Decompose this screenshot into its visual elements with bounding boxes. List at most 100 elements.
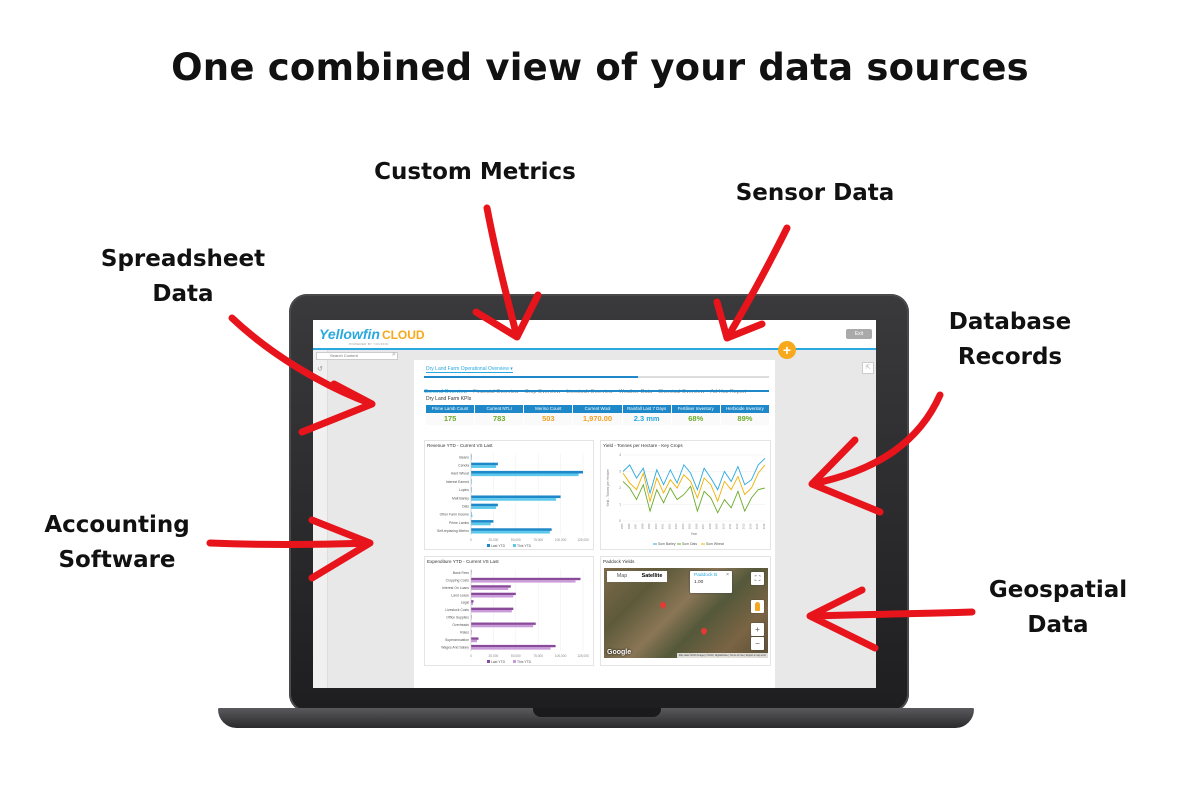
map-pin-icon[interactable] — [699, 626, 709, 636]
callout-custom-metrics: Custom Metrics — [360, 155, 590, 190]
expand-icon[interactable]: ⇱ — [862, 362, 874, 374]
callout-sensor-data: Sensor Data — [700, 176, 930, 211]
bar[interactable] — [471, 624, 534, 628]
satellite-map[interactable]: Map Satellite Paddock B 1.00 × ⛶ + − Goo… — [604, 568, 768, 658]
bar[interactable] — [471, 514, 473, 518]
x-tick-label: 25,000 — [489, 654, 499, 658]
bar[interactable] — [471, 632, 472, 635]
bar[interactable] — [471, 595, 514, 598]
bar[interactable] — [471, 570, 472, 573]
bar[interactable] — [471, 462, 498, 466]
add-button[interactable]: + — [778, 341, 796, 359]
dashboard-title[interactable]: Dry Land Farm Operational Overview ▾ — [426, 366, 513, 373]
bar[interactable] — [471, 572, 472, 576]
bar[interactable] — [471, 528, 552, 531]
callout-text: Spreadsheet — [100, 246, 266, 272]
bar[interactable] — [471, 511, 472, 515]
bar[interactable] — [471, 644, 556, 648]
map-toggle-map[interactable]: Map — [616, 573, 628, 579]
bar[interactable] — [471, 522, 491, 526]
category-label: Superannuation — [445, 638, 469, 642]
x-tick-label: 1996 — [627, 523, 631, 529]
bar[interactable] — [471, 457, 472, 460]
series-line-sum-wheat[interactable] — [622, 464, 766, 503]
bar[interactable] — [471, 580, 576, 583]
category-label: Lupins — [459, 488, 469, 492]
dashboard-tabs: General Overview Financial Overview Crop O… — [424, 380, 769, 395]
laptop-notch — [533, 708, 661, 717]
bar[interactable] — [471, 473, 579, 477]
bar[interactable] — [471, 481, 472, 485]
close-icon[interactable]: × — [726, 572, 729, 578]
bar[interactable] — [471, 600, 474, 603]
search-input[interactable] — [316, 352, 398, 360]
bar[interactable] — [471, 487, 472, 490]
bar[interactable] — [471, 577, 581, 581]
street-view-pegman-icon[interactable] — [751, 600, 764, 613]
tab-weather-data[interactable]: Weather Data — [618, 389, 652, 395]
callout-text: Custom Metrics — [374, 159, 576, 185]
bar[interactable] — [471, 503, 498, 507]
y-axis-label: Yield - Tonnes per Hectare — [606, 469, 610, 507]
bar[interactable] — [471, 615, 472, 618]
kpi-value: 2.3 mm — [622, 413, 671, 425]
bar[interactable] — [471, 465, 497, 468]
zoom-in-button[interactable]: + — [751, 623, 764, 636]
tab-ad-hoc-report[interactable]: Ad-Hoc Report — [710, 389, 747, 395]
fullscreen-icon[interactable]: ⛶ — [751, 572, 764, 585]
map-pin-icon[interactable] — [658, 600, 668, 610]
bar[interactable] — [471, 610, 512, 613]
bar[interactable] — [471, 629, 472, 633]
map-attribution[interactable]: Map data ©2019 Imagery ©2019, DigitalGlo… — [676, 653, 768, 658]
history-icon[interactable]: ↺ — [317, 366, 323, 373]
popup-paddock-name[interactable]: Paddock B — [694, 573, 718, 578]
map-toggle-satellite[interactable]: Satellite — [641, 573, 663, 579]
bar[interactable] — [471, 607, 514, 610]
legend-label: Sum Wheat — [706, 542, 724, 546]
zoom-out-button[interactable]: − — [751, 637, 764, 650]
bar[interactable] — [471, 520, 494, 523]
bar[interactable] — [471, 479, 472, 482]
bar[interactable] — [471, 489, 472, 493]
bar[interactable] — [471, 637, 479, 640]
bar[interactable] — [471, 622, 536, 625]
x-tick-label: 2012 — [735, 523, 739, 529]
legend-swatch — [487, 660, 490, 663]
bar[interactable] — [471, 585, 511, 588]
tab-underline — [424, 390, 769, 392]
bar[interactable] — [471, 639, 477, 643]
bar[interactable] — [471, 647, 551, 650]
bar[interactable] — [471, 530, 550, 534]
series-line-sum-oats[interactable] — [622, 481, 766, 514]
logo-text: Yellowfin — [319, 326, 380, 342]
bar[interactable] — [471, 592, 516, 596]
bar[interactable] — [471, 498, 557, 501]
tab-chemical-overview[interactable]: Chemical Overview — [657, 389, 705, 395]
bar[interactable] — [471, 506, 497, 509]
tab-livestock-overview[interactable]: Livestock Overview — [566, 389, 613, 395]
x-tick-label: 0 — [470, 654, 472, 658]
search-icon[interactable]: ⌕ — [392, 351, 396, 358]
tab-crop-overview[interactable]: Crop Overview — [524, 389, 561, 395]
callout-text: Data — [1027, 612, 1089, 638]
tab-financial-overview[interactable]: Financial Overview — [473, 389, 519, 395]
exit-button[interactable]: Exit — [846, 329, 872, 339]
series-line-sum-barley[interactable] — [622, 457, 766, 495]
bar[interactable] — [471, 617, 472, 620]
bar[interactable] — [471, 454, 472, 458]
bar[interactable] — [471, 470, 583, 474]
tab-general-overview[interactable]: General Overview — [424, 389, 468, 395]
y-tick-label: 0 — [619, 519, 621, 523]
bar[interactable] — [471, 602, 473, 605]
bar[interactable] — [471, 587, 509, 591]
bar[interactable] — [471, 495, 561, 499]
